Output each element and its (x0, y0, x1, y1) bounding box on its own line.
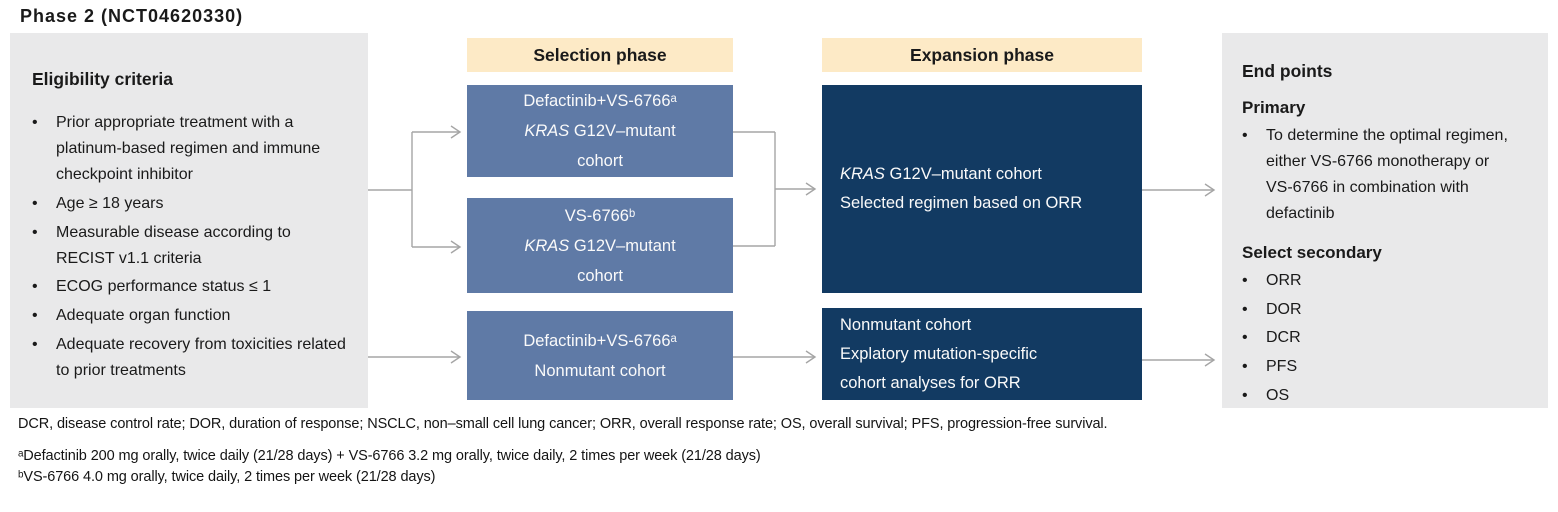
gene-name-italic: KRAS (524, 122, 570, 140)
secondary-endpoints-list: ORR DOR DCR PFS OS (1242, 268, 1514, 410)
selection-phase-header: Selection phase (467, 38, 733, 72)
box-line: cohort (577, 266, 623, 285)
box-line-rest: G12V–mutant cohort (884, 165, 1042, 183)
secondary-endpoint-text: DCR (1266, 329, 1301, 347)
selection-box-defactinib-vs6766-nonmutant: Defactinib+VS-6766ᵃ Nonmutant cohort (467, 311, 733, 400)
secondary-endpoint-item: PFS (1242, 354, 1514, 380)
secondary-endpoint-text: OS (1266, 387, 1290, 405)
box-line: Defactinib+VS-6766ᵃ (523, 92, 677, 110)
endpoints-heading: End points (1242, 61, 1333, 81)
eligibility-item-text: Age ≥ 18 years (56, 194, 164, 212)
expansion-box-nonmutant-cohort: Nonmutant cohort Explatory mutation-spec… (822, 308, 1142, 400)
box-line-rest: G12V–mutant (569, 236, 676, 255)
eligibility-item: Prior appropriate treatment with a plati… (32, 110, 348, 188)
secondary-endpoint-text: ORR (1266, 271, 1302, 289)
secondary-endpoint-text: DOR (1266, 300, 1302, 318)
eligibility-item-text: Prior appropriate treatment with a plati… (56, 114, 321, 183)
figure-title: Phase 2 (NCT04620330) (20, 6, 244, 26)
box-line-rest: G12V–mutant (569, 122, 676, 140)
endpoints-panel: End points Primary To determine the opti… (1222, 33, 1548, 408)
box-line: VS-6766ᵇ (564, 206, 636, 225)
box-line: Explatory mutation-specific (840, 344, 1038, 363)
box-line: cohort analyses for ORR (840, 373, 1021, 392)
eligibility-item: Age ≥ 18 years (32, 191, 348, 217)
box-line: KRAS G12V–mutant (524, 116, 675, 146)
gene-name-italic: KRAS (840, 165, 885, 183)
secondary-endpoints-heading: Select secondary (1242, 242, 1382, 262)
eligibility-item: Adequate organ function (32, 303, 348, 329)
gene-name-italic: KRAS (524, 236, 570, 255)
eligibility-panel: Eligibility criteria Prior appropriate t… (10, 33, 368, 408)
box-line: KRAS G12V–mutant (524, 231, 675, 261)
secondary-endpoint-item: DOR (1242, 297, 1514, 323)
eligibility-item: Measurable disease according to RECIST v… (32, 220, 348, 272)
primary-endpoints-heading: Primary (1242, 98, 1306, 117)
eligibility-list: Prior appropriate treatment with a plati… (32, 110, 348, 384)
box-line: Defactinib+VS-6766ᵃ (523, 331, 677, 350)
eligibility-item-text: Measurable disease according to RECIST v… (56, 223, 291, 267)
abbreviations-footnote: DCR, disease control rate; DOR, duration… (18, 416, 1108, 432)
footnote-a: ᵃDefactinib 200 mg orally, twice daily (… (18, 448, 761, 464)
eligibility-heading: Eligibility criteria (32, 69, 174, 89)
eligibility-item: Adequate recovery from toxicities relate… (32, 332, 348, 384)
box-line: Nonmutant cohort (534, 361, 666, 380)
secondary-endpoint-text: PFS (1266, 358, 1298, 376)
primary-endpoints-list: To determine the optimal regimen, either… (1242, 123, 1514, 227)
box-line: KRAS G12V–mutant cohort (840, 160, 1142, 189)
box-line: cohort (577, 152, 623, 170)
expansion-box-kras-cohort: KRAS G12V–mutant cohort Selected regimen… (822, 85, 1142, 293)
footnote-b: ᵇVS-6766 4.0 mg orally, twice daily, 2 t… (18, 469, 436, 485)
secondary-endpoint-item: OS (1242, 383, 1514, 409)
selection-box-defactinib-vs6766-kras: Defactinib+VS-6766ᵃ KRAS G12V–mutant coh… (467, 85, 733, 177)
primary-endpoint-text: To determine the optimal regimen, either… (1266, 127, 1508, 222)
eligibility-item-text: Adequate organ function (56, 307, 231, 325)
box-line: Selected regimen based on ORR (840, 194, 1083, 212)
eligibility-item-text: Adequate recovery from toxicities relate… (56, 336, 346, 380)
eligibility-item-text: ECOG performance status ≤ 1 (56, 278, 272, 296)
selection-box-vs6766-kras: VS-6766ᵇ KRAS G12V–mutant cohort (467, 198, 733, 293)
box-line: Nonmutant cohort (840, 315, 972, 334)
eligibility-item: ECOG performance status ≤ 1 (32, 274, 348, 300)
secondary-endpoint-item: DCR (1242, 325, 1514, 351)
expansion-phase-header: Expansion phase (822, 38, 1142, 72)
primary-endpoint-item: To determine the optimal regimen, either… (1242, 123, 1514, 227)
secondary-endpoint-item: ORR (1242, 268, 1514, 294)
